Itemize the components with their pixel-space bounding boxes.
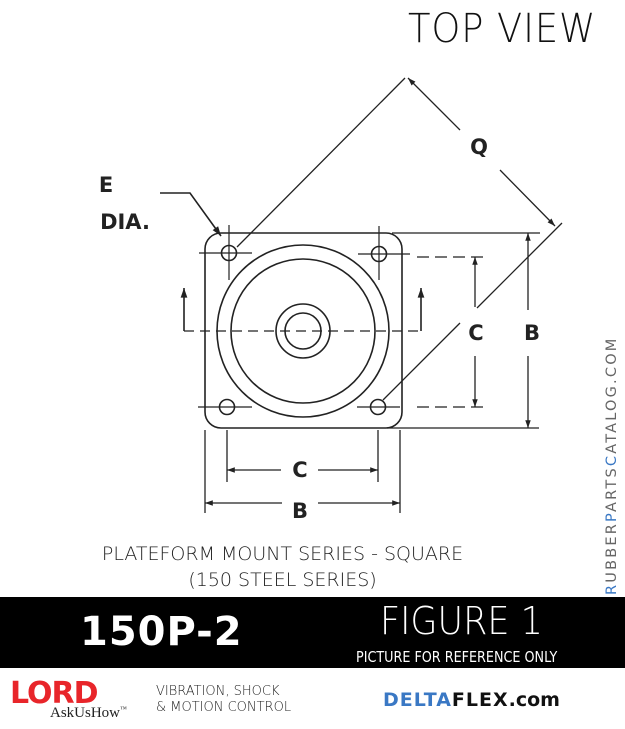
vibration-tagline: VIBRATION, SHOCK& MOTION CONTROL [156, 684, 292, 715]
e-label: E [99, 173, 113, 197]
dia-label: DIA. [100, 210, 150, 234]
series-subcaption: (150 STEEL SERIES) [188, 569, 377, 591]
c-bottom-label: C [292, 458, 307, 482]
part-number: 150P-2 [80, 609, 243, 655]
b-bottom-label: B [292, 499, 308, 523]
figure-label: FIGURE 1 [380, 599, 543, 643]
lord-logo: LORD [10, 676, 99, 711]
q-label: Q [470, 135, 488, 159]
deltaflex-logo: DELTAFLEX.com [383, 689, 560, 711]
technical-drawing: E DIA. Q C B C B [99, 77, 563, 523]
series-caption: PLATEFORM MOUNT SERIES - SQUARE [101, 543, 464, 565]
view-title: TOP VIEW [408, 6, 597, 52]
b-right-label: B [524, 321, 540, 345]
inner-ring [230, 258, 376, 404]
part-band: 150P-2 FIGURE 1 PICTURE FOR REFERENCE ON… [0, 597, 625, 668]
e-dia-leader [160, 192, 222, 237]
lord-tagline: AskUsHow™ [50, 705, 127, 721]
reference-note: PICTURE FOR REFERENCE ONLY [356, 648, 558, 666]
rubberpartscatalog-watermark: RUBBERPARTSCATALOG.COM [604, 336, 620, 595]
c-right-label: C [468, 321, 483, 345]
